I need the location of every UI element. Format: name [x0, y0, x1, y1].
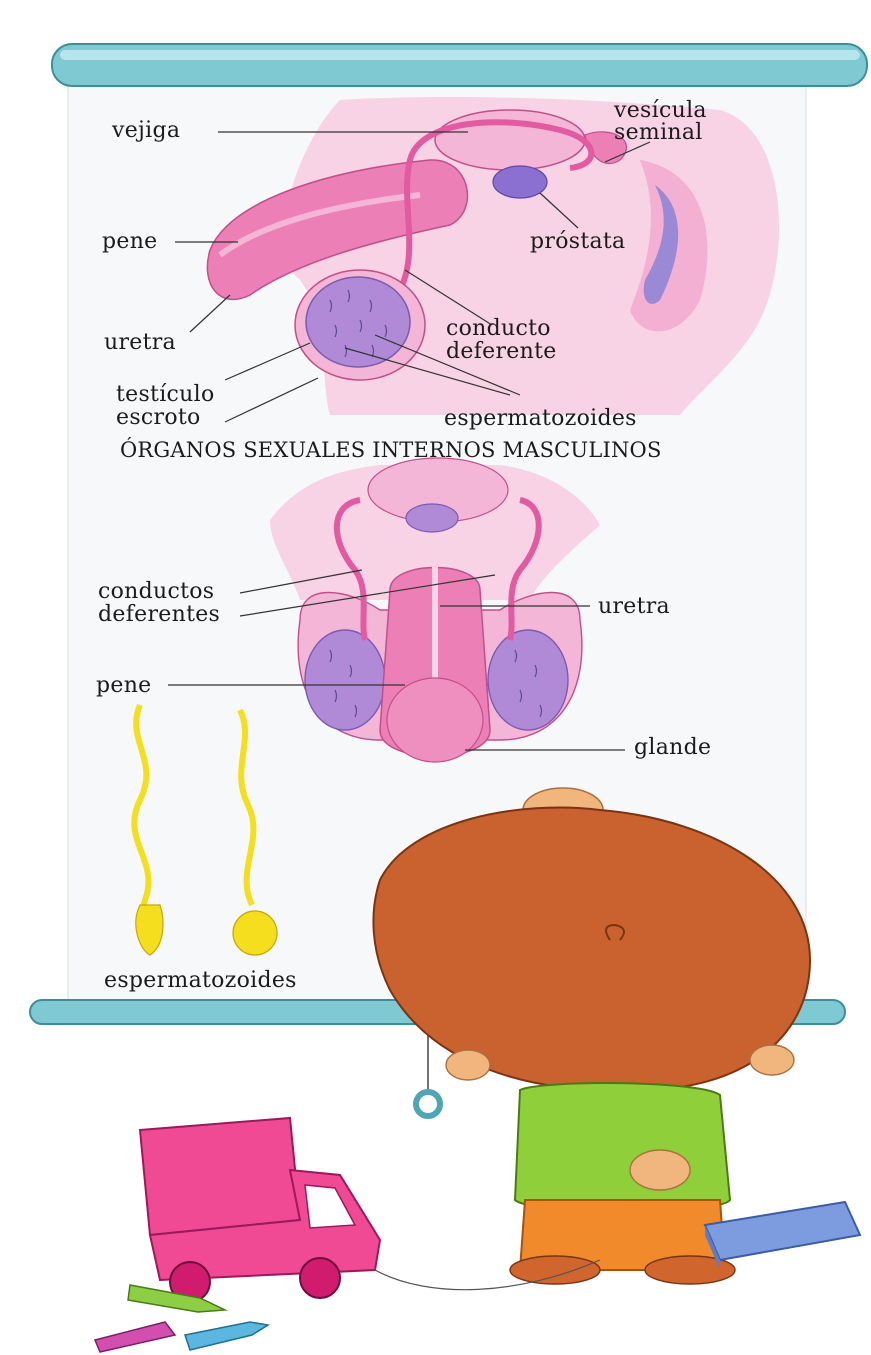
crayons-illustration: [95, 1285, 268, 1352]
prostate-shape: [493, 166, 547, 198]
label-uretra-side: uretra: [104, 332, 176, 354]
pull-ring: [416, 1092, 440, 1116]
label-pene-front: pene: [96, 675, 152, 697]
book-illustration: [705, 1202, 860, 1270]
label-uretra-front: uretra: [598, 596, 670, 618]
label-conducto-line2: deferente: [446, 341, 557, 363]
label-vesicula-line1: vesícula: [614, 100, 707, 122]
label-espermatozoides-caption: espermatozoides: [104, 970, 297, 992]
label-conducto-line1: conducto: [446, 318, 551, 340]
label-vejiga: vejiga: [112, 120, 180, 142]
label-prostata: próstata: [530, 231, 625, 253]
diagram-title: ÓRGANOS SEXUALES INTERNOS MASCULINOS: [120, 438, 662, 462]
label-testiculo: testículo: [116, 384, 215, 406]
label-vesicula-line2: seminal: [614, 122, 703, 144]
label-conductos-line2: deferentes: [98, 604, 220, 626]
label-pene-side: pene: [102, 231, 158, 253]
label-escroto: escroto: [116, 407, 201, 429]
label-espermatozoides-side: espermatozoides: [444, 408, 637, 430]
child-illustration: [373, 788, 810, 1284]
label-conductos-line1: conductos: [98, 581, 214, 603]
testis-shape: [306, 277, 410, 367]
front-view-illustration: [270, 458, 600, 762]
label-glande: glande: [634, 737, 711, 759]
bladder-shape: [435, 110, 585, 170]
top-roller: [52, 44, 867, 86]
